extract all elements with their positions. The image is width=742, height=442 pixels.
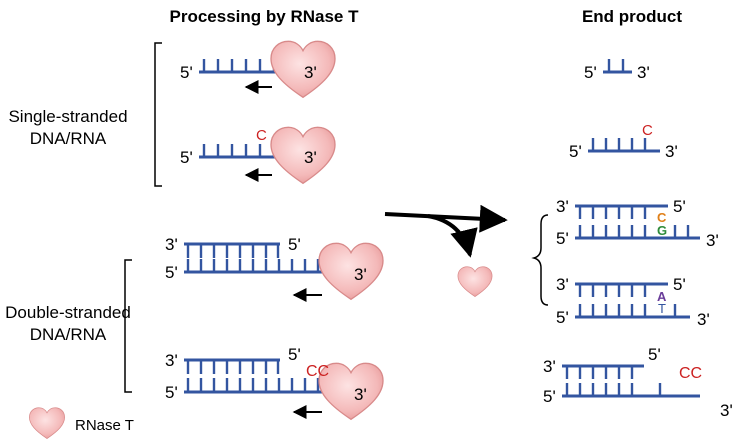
three-prime-label: 3' xyxy=(304,63,317,82)
processing-header: Processing by RNase T xyxy=(170,7,360,26)
three-prime-label: 3' xyxy=(720,401,733,420)
five-prime-label: 5' xyxy=(556,229,569,248)
legend: RNase T xyxy=(28,407,134,439)
nucleotide-g: G xyxy=(657,223,667,238)
nucleotide-a: A xyxy=(657,289,667,304)
three-prime-label: 3' xyxy=(354,265,367,284)
double-stranded-bracket xyxy=(124,259,132,393)
five-prime-label: 5' xyxy=(288,235,301,254)
single-stranded-label-2: DNA/RNA xyxy=(30,129,107,148)
released-enzyme-heart-icon xyxy=(457,266,493,297)
heart-icon xyxy=(270,126,336,185)
ds-product-2: 3' 5' A T 5' 3' xyxy=(556,275,710,329)
products-brace xyxy=(531,214,549,306)
five-prime-label: 5' xyxy=(165,383,178,402)
five-prime-label: 5' xyxy=(556,308,569,327)
three-prime-label: 3' xyxy=(637,63,650,82)
ss-product-1: 5' 3' xyxy=(584,59,650,82)
three-prime-label: 3' xyxy=(354,385,367,404)
single-stranded-label: Single-stranded xyxy=(8,107,127,126)
double-stranded-label-2: DNA/RNA xyxy=(30,325,107,344)
five-prime-label: 5' xyxy=(288,345,301,364)
ss-product-2: 5' C 3' xyxy=(569,122,678,161)
ds-substrate-1: 3' 5' 5' 3' xyxy=(165,235,384,302)
double-stranded-label: Double-stranded xyxy=(5,303,131,322)
five-prime-label: 5' xyxy=(543,387,556,406)
five-prime-label: 5' xyxy=(673,197,686,216)
top-strand-ticks xyxy=(186,244,280,258)
five-prime-label: 5' xyxy=(673,275,686,294)
single-stranded-bracket xyxy=(154,42,162,187)
nucleotide-cc: CC xyxy=(306,363,329,380)
nucleotide-c: C xyxy=(642,122,653,139)
nucleotide-t: T xyxy=(658,301,666,316)
ss-substrate-2: 5' C 3' xyxy=(180,126,336,185)
heart-icon xyxy=(28,407,65,439)
three-prime-label: 3' xyxy=(556,275,569,294)
end-product-header: End product xyxy=(582,7,682,26)
five-prime-label: 5' xyxy=(569,142,582,161)
heart-icon xyxy=(318,242,384,301)
three-prime-label: 3' xyxy=(543,357,556,376)
three-prime-label: 3' xyxy=(304,148,317,167)
ds-product-1: 3' 5' C G 5' 3' xyxy=(556,197,719,250)
curved-arrow-icon xyxy=(384,204,508,258)
five-prime-label: 5' xyxy=(180,148,193,167)
three-prime-label: 3' xyxy=(165,351,178,370)
five-prime-label: 5' xyxy=(584,63,597,82)
legend-label: RNase T xyxy=(75,417,134,434)
five-prime-label: 5' xyxy=(165,263,178,282)
three-prime-label: 3' xyxy=(706,231,719,250)
ds-substrate-2: 3' 5' 5' CC 3' xyxy=(165,345,384,421)
three-prime-label: 3' xyxy=(165,235,178,254)
five-prime-label: 5' xyxy=(180,63,193,82)
heart-icon xyxy=(270,40,336,99)
bottom-strand-ticks xyxy=(186,378,320,392)
top-strand-ticks xyxy=(186,360,280,374)
three-prime-label: 3' xyxy=(665,142,678,161)
bottom-strand-ticks xyxy=(186,259,320,272)
ds-product-3: 3' 5' 5' CC 3' xyxy=(543,345,733,420)
three-prime-label: 3' xyxy=(556,197,569,216)
nucleotide-c: C xyxy=(256,127,267,144)
nucleotide-cc: CC xyxy=(679,365,702,382)
ss-substrate-1: 5' 3' xyxy=(180,40,336,99)
five-prime-label: 5' xyxy=(648,345,661,364)
three-prime-label: 3' xyxy=(697,310,710,329)
nucleotide-c: C xyxy=(657,210,667,225)
